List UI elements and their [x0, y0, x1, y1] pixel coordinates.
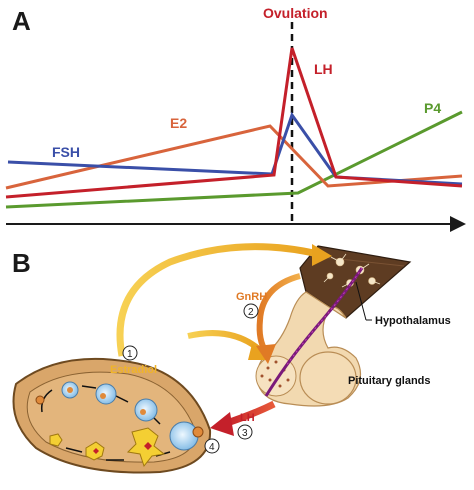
series-p4-line [5, 110, 463, 209]
gnrh-arrow-head [256, 344, 276, 364]
estradiol-arrow-to-hypothalamus [116, 243, 319, 357]
step-4-number: 4 [209, 442, 215, 453]
pituitary-illustration [255, 267, 364, 407]
estradiol-arrow-to-pituitary [187, 330, 262, 353]
step-2-number: 2 [248, 307, 254, 318]
panel-a: A Ovulation FSH E2 LH P4 [5, 5, 466, 232]
estradiol-label: Estradiol [110, 364, 157, 376]
lh-label: LH [240, 412, 255, 424]
step-1: 1 [122, 345, 138, 361]
step-1-number: 1 [127, 349, 133, 360]
step-4: 4 [204, 438, 220, 454]
series-lh-label: LH [314, 61, 333, 77]
step-3-number: 3 [242, 428, 248, 439]
hypothalamus-label: Hypothalamus [375, 315, 451, 327]
series-lh-line [5, 47, 463, 199]
step-2: 2 [243, 303, 259, 319]
series-fsh-label: FSH [52, 144, 80, 160]
ovary-illustration [12, 357, 212, 474]
series-e2-label: E2 [170, 115, 187, 131]
panel-b-letter: B [12, 248, 31, 278]
lh-arrow-head [210, 412, 234, 436]
panel-a-letter: A [12, 6, 31, 36]
gnrh-label: GnRH [236, 291, 267, 303]
step-3: 3 [237, 424, 253, 440]
series-p4-label: P4 [424, 100, 441, 116]
gnrh-arrow [256, 273, 301, 354]
panel-b: B [12, 243, 451, 474]
estradiol-arrow-head-1 [312, 244, 332, 266]
ovulation-label: Ovulation [263, 5, 328, 21]
hypothalamus-pointer [355, 281, 367, 321]
pituitary-label: Pituitary glands [348, 375, 431, 387]
